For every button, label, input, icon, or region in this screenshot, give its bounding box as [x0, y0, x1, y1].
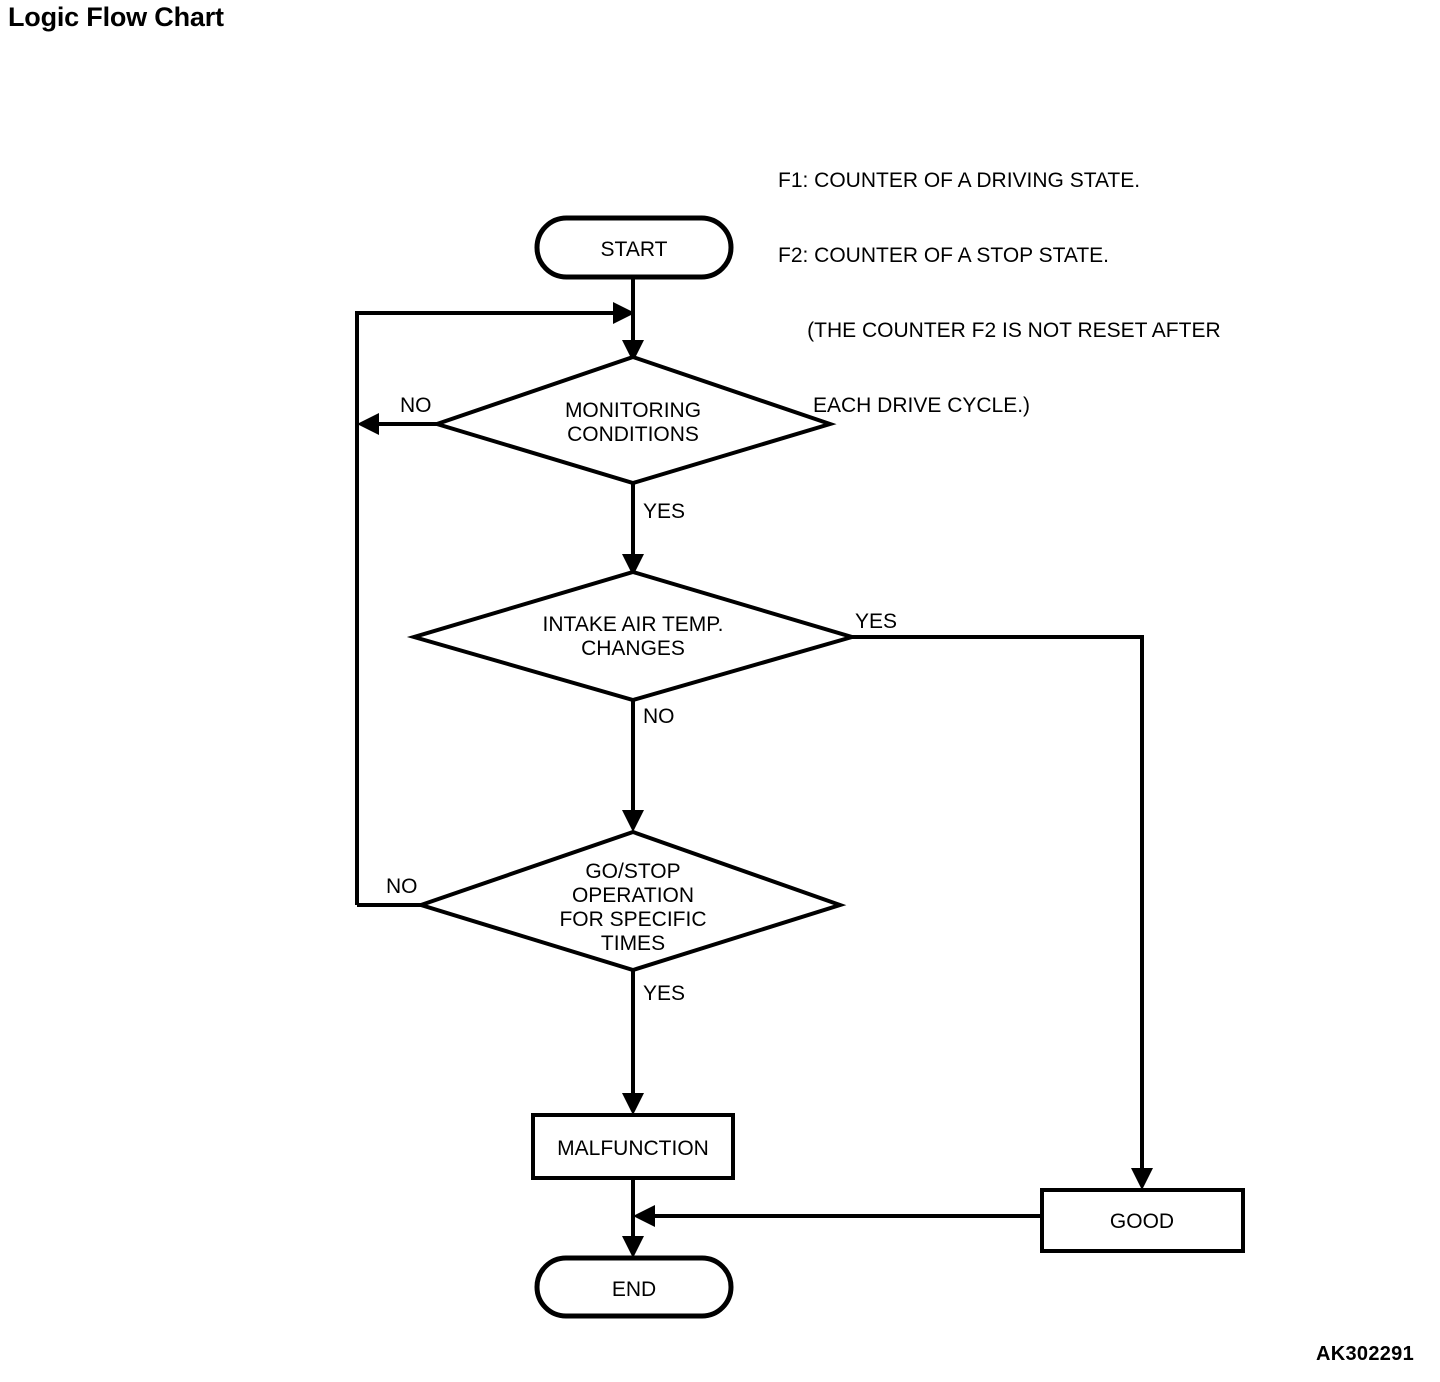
- node-intake-label-line1: INTAKE AIR TEMP.: [543, 613, 724, 636]
- legend-line-4: EACH DRIVE CYCLE.): [778, 394, 1031, 417]
- node-end-label: END: [612, 1278, 656, 1301]
- node-monitoring-label-line2: CONDITIONS: [567, 423, 699, 446]
- node-gostop-label-line4: TIMES: [601, 932, 665, 955]
- node-malfunction-label: MALFUNCTION: [557, 1137, 709, 1160]
- legend-block: F1: COUNTER OF A DRIVING STATE. F2: COUN…: [778, 118, 1221, 443]
- edge-intake-yes-to-good: [852, 635, 1144, 1180]
- node-intake-label-line2: CHANGES: [581, 637, 685, 660]
- art-code-label: AK302291: [1316, 1343, 1415, 1365]
- legend-line-1: F1: COUNTER OF A DRIVING STATE.: [778, 169, 1141, 192]
- arrowhead-into-intake: [622, 554, 644, 576]
- arrowhead-into-malfunction: [622, 1093, 644, 1115]
- edge-loopback-rail: [355, 311, 623, 905]
- legend-line-2: F2: COUNTER OF A STOP STATE.: [778, 244, 1110, 267]
- node-monitoring-conditions[interactable]: [430, 354, 837, 486]
- arrowhead-good-join: [633, 1205, 655, 1227]
- edge-label-intake-no: NO: [643, 705, 675, 728]
- node-good[interactable]: [1040, 1188, 1245, 1253]
- arrowhead-into-gostop: [622, 810, 644, 832]
- edge-label-monitoring-no: NO: [400, 394, 432, 417]
- node-good-label: GOOD: [1110, 1210, 1174, 1233]
- node-monitoring-label-line1: MONITORING: [565, 399, 701, 422]
- node-intake-air-temp-changes[interactable]: [406, 569, 860, 703]
- edge-label-gostop-yes: YES: [643, 982, 685, 1005]
- arrowhead-into-good: [1131, 1168, 1153, 1190]
- page-title: Logic Flow Chart: [8, 2, 224, 32]
- node-end[interactable]: [534, 1255, 734, 1319]
- node-start-label: START: [601, 238, 668, 261]
- node-start[interactable]: [534, 215, 734, 280]
- node-gostop-operation[interactable]: [414, 829, 847, 973]
- node-gostop-label-line1: GO/STOP: [585, 860, 680, 883]
- arrowhead-monitoring-no: [357, 413, 379, 435]
- edge-label-gostop-no: NO: [386, 875, 418, 898]
- edge-label-intake-yes: YES: [855, 610, 897, 633]
- node-malfunction[interactable]: [531, 1113, 735, 1180]
- legend-line-3: (THE COUNTER F2 IS NOT RESET AFTER: [778, 319, 1221, 342]
- arrowhead-loopback-to-stem: [613, 302, 635, 324]
- arrowhead-into-monitoring: [622, 340, 644, 362]
- edge-label-monitoring-yes: YES: [643, 500, 685, 523]
- arrowhead-into-end: [622, 1236, 644, 1258]
- node-gostop-label-line3: FOR SPECIFIC: [559, 908, 706, 931]
- node-gostop-label-line2: OPERATION: [572, 884, 694, 907]
